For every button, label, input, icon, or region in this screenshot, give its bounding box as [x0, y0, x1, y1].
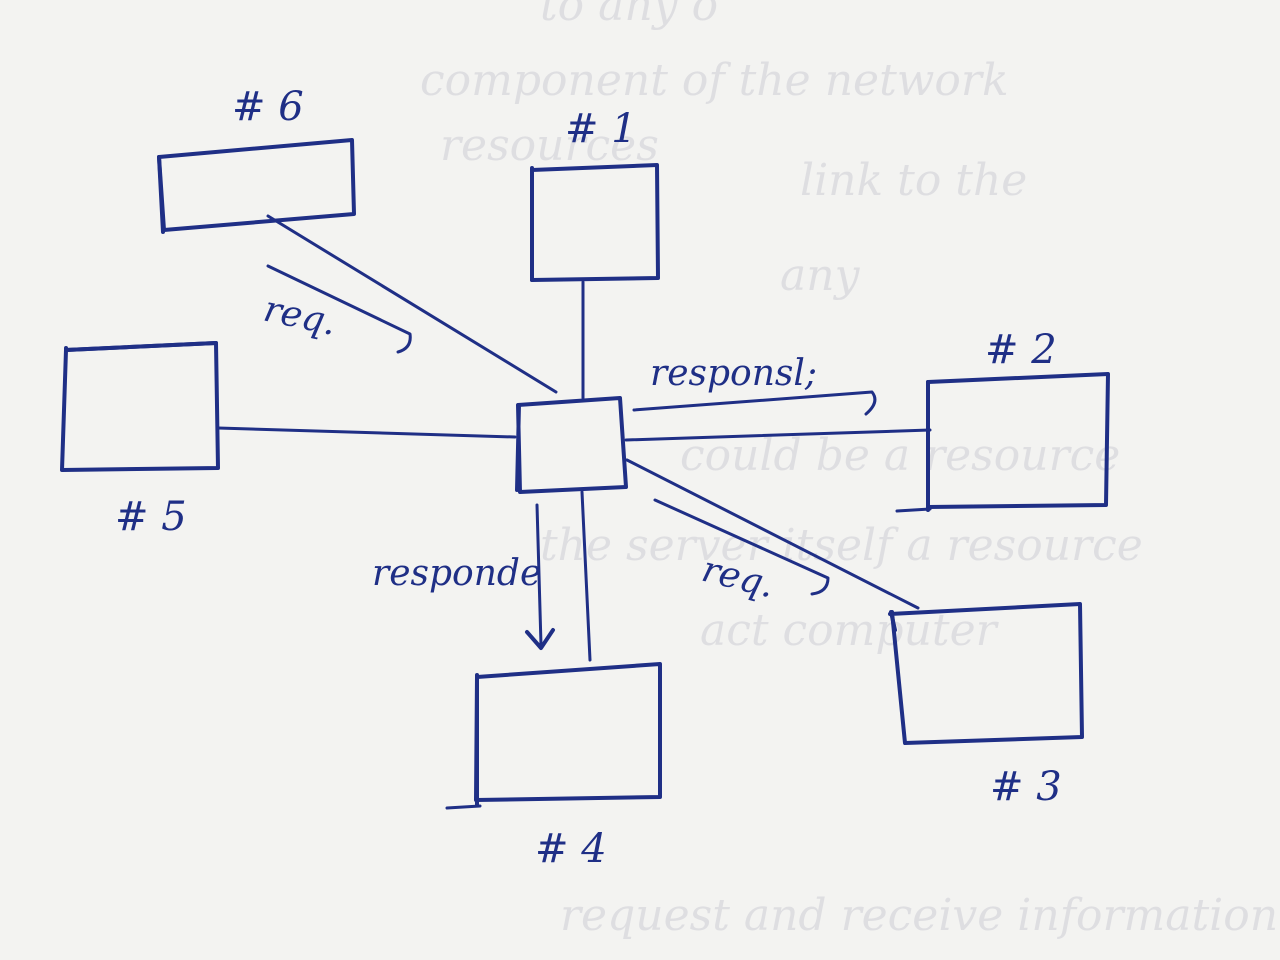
- edge-label-req-top: req.: [260, 289, 340, 344]
- node-2: # 2: [895, 327, 1110, 513]
- respond-arrow-2: [632, 390, 877, 416]
- edge-label-respond-right: responsl;: [650, 353, 817, 394]
- bg-text-line: link to the: [800, 155, 1027, 206]
- node-3: # 3: [888, 602, 1084, 810]
- node-5: # 5: [60, 341, 220, 540]
- respond-arrowhead-4: [525, 628, 555, 650]
- node-2-label: # 2: [985, 327, 1057, 373]
- node-4-label: # 4: [535, 826, 607, 872]
- node-6-label: # 6: [232, 84, 304, 130]
- node-3-label: # 3: [990, 764, 1062, 810]
- req-arrow-6: [266, 264, 412, 354]
- node-1: # 1: [530, 106, 660, 282]
- node-1-label: # 1: [565, 106, 637, 152]
- respond-arrow-4: [535, 503, 543, 647]
- link-hub-4: [580, 490, 592, 662]
- bg-text-top: to any o: [540, 0, 718, 31]
- bg-text-line: request and receive information: [560, 890, 1278, 941]
- bg-text-line: any: [780, 250, 861, 301]
- link-hub-6: [266, 214, 558, 394]
- central-hub: [515, 396, 628, 494]
- node-5-label: # 5: [115, 494, 187, 540]
- bg-text-line: the server itself a resource: [540, 520, 1143, 571]
- connection-lines: [216, 214, 932, 662]
- node-6: # 6: [157, 84, 356, 234]
- req-arrow-3: [653, 498, 830, 596]
- link-hub-2: [624, 428, 932, 442]
- edge-label-respond-down: responde: [372, 553, 541, 594]
- link-hub-5: [216, 426, 517, 439]
- node-4: # 4: [445, 662, 662, 872]
- bg-text-line: could be a resource: [680, 430, 1120, 481]
- background-text: to any o component of the network resour…: [420, 0, 1278, 941]
- bg-text-line: component of the network: [420, 55, 1009, 106]
- link-hub-3: [625, 458, 920, 610]
- bg-text-line: act computer: [700, 605, 1000, 656]
- bg-text-line: resources: [440, 120, 659, 171]
